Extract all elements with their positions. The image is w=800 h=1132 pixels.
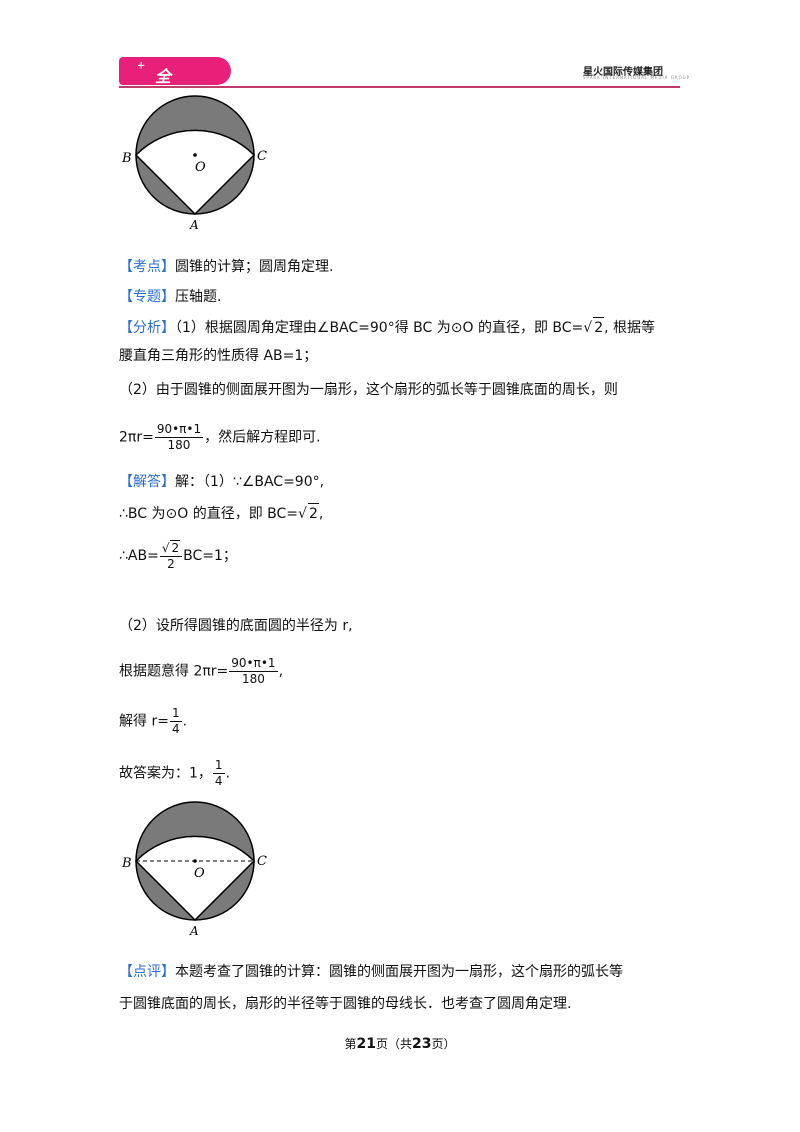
fenxi-line-3: （2）由于圆锥的侧面展开图为一扇形，这个扇形的弧长等于圆锥底面的周长，则 [119,382,618,398]
zhuanti-line: 【专题】压轴题. [119,287,221,307]
zhuanti-tag: 【专题】 [119,289,175,305]
fenxi-sqrt: 2 [593,317,605,338]
publisher-subtitle: SPARK INTERNATIONAL MEDIA GROUP [583,75,691,80]
jieda-frac7-den: 4 [214,774,223,788]
jieda-text-3b: BC=1； [183,548,237,564]
fenxi-line-2: 腰直角三角形的性质得 AB=1； [119,348,318,364]
jieda-frac6-den: 4 [171,722,180,736]
label-a-2: A [189,924,199,938]
publisher-name: 星火国际传媒集团 [583,67,663,78]
jieda-frac5-num: 90•π•1 [229,656,278,672]
jieda-text-6b: . [182,713,188,730]
footer-total: 23 [412,1036,432,1052]
jieda-frac7-num: 1 [212,758,225,774]
dianping-line-2: 于圆锥底面的周长，扇形的半径等于圆锥的母线长．也考查了圆周角定理. [119,996,572,1012]
dianping-tag: 【点评】 [119,964,175,980]
kaodian-tag: 【考点】 [119,259,175,275]
jieda-text-6a: 解得 r= [119,713,169,730]
jieda-text-2b: , [318,506,324,522]
footer-prefix: 第 [344,1037,357,1051]
jieda-text-5a: 根据题意得 2πr= [119,663,229,680]
jieda-frac6-num: 1 [169,706,182,722]
logo-plus: + [137,60,146,72]
jieda-line-1: 【解答】解：（1）∵∠BAC=90°, [119,472,324,492]
fenxi-frac-num: 90•π•1 [154,422,204,438]
label-a: A [189,218,199,232]
jieda-tag: 【解答】 [119,474,175,490]
fenxi-text-4b: ，然后解方程即可. [204,429,321,446]
label-o-2: O [194,866,205,881]
label-b-2: B [121,856,132,871]
jieda-sqrt: 2 [307,503,319,524]
jieda-text-1: 解：（1）∵∠BAC=90°, [175,474,325,490]
kaodian-line: 【考点】圆锥的计算；圆周角定理. [119,257,333,277]
footer-page: 21 [356,1036,376,1052]
jieda-frac3-den: 2 [167,557,175,571]
jieda-frac3-num: 2 [170,540,181,555]
jieda-text-2a: ∴BC 为⊙O 的直径，即 BC= [119,506,299,522]
fenxi-text-1b: , 根据等 [604,320,656,336]
fenxi-line-1: 【分析】（1）根据圆周角定理由∠BAC=90°得 BC 为⊙O 的直径，即 BC… [119,317,655,338]
jieda-text-7b: . [225,765,231,782]
kaodian-text: 圆锥的计算；圆周角定理. [175,259,334,275]
fenxi-tag: 【分析】 [119,320,175,336]
logo: 全易通+ [119,57,231,134]
circle-figure-bottom: B C O A [121,801,267,938]
circle-figure-top: B C O A [121,95,267,232]
fenxi-text-4a: 2πr= [119,429,154,446]
zhuanti-text: 压轴题. [175,289,222,305]
jieda-line-2: ∴BC 为⊙O 的直径，即 BC=√2, [119,503,323,524]
jieda-text-3a: ∴AB= [119,548,159,564]
jieda-frac5-den: 180 [241,672,265,686]
dianping-line-1: 【点评】本题考查了圆锥的计算：圆锥的侧面展开图为一扇形，这个扇形的弧长等 [119,962,623,982]
jieda-text-7a: 故答案为：1， [119,765,212,782]
footer-suffix: 页） [431,1037,456,1051]
fenxi-frac-den: 180 [167,438,191,452]
header-divider [119,86,680,88]
jieda-text-5b: , [278,663,284,680]
label-c-2: C [257,854,267,869]
label-o: O [195,160,206,175]
jieda-line-4: （2）设所得圆锥的底面圆的半径为 r, [119,618,353,634]
label-b: B [121,151,132,166]
page-footer: 第21页（共23页） [0,1035,800,1052]
label-c: C [257,149,267,164]
dianping-text-1: 本题考查了圆锥的计算：圆锥的侧面展开图为一扇形，这个扇形的弧长等 [175,964,623,980]
fenxi-text-1a: （1）根据圆周角定理由∠BAC=90°得 BC 为⊙O 的直径，即 BC= [175,320,584,336]
footer-mid: 页（共 [375,1037,412,1051]
